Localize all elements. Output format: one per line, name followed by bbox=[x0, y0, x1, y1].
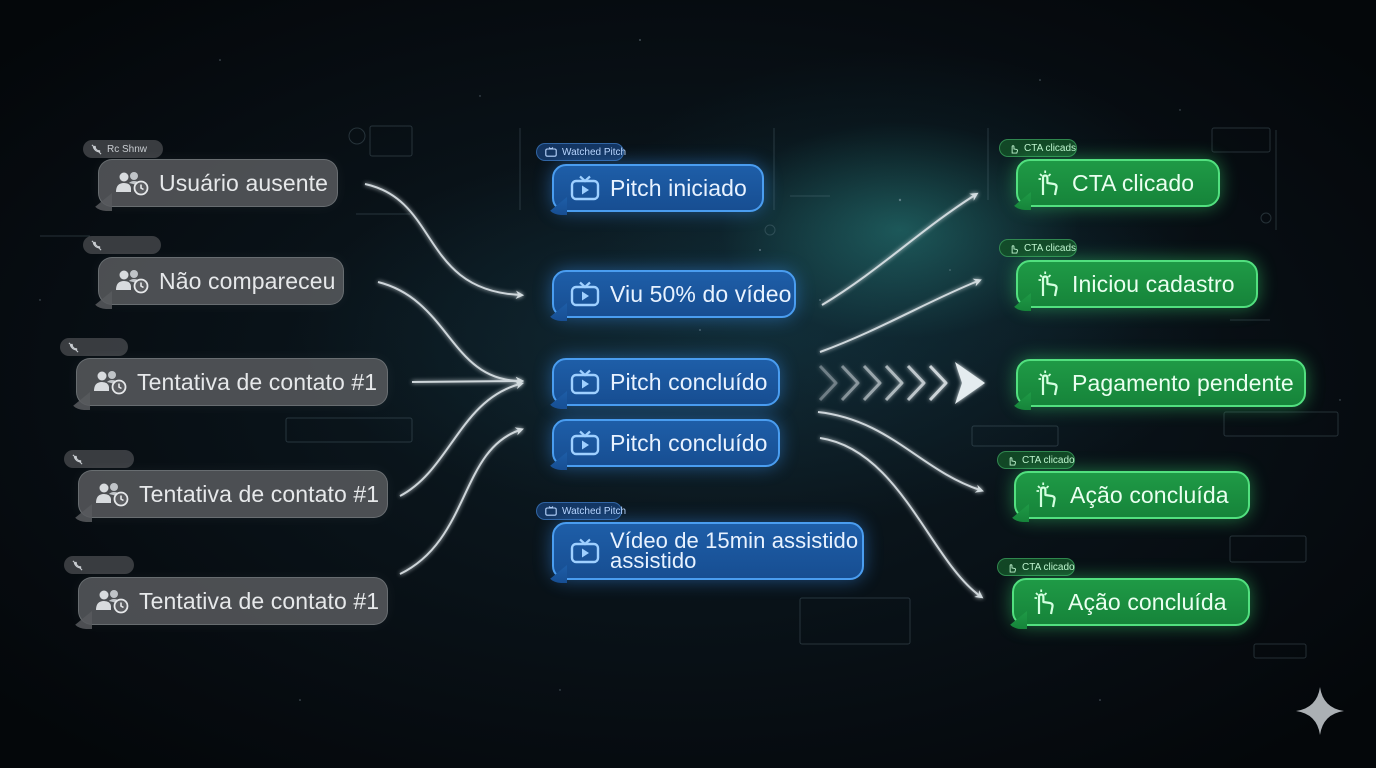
node-label: Usuário ausente bbox=[159, 170, 328, 197]
hand-click-icon bbox=[1032, 481, 1060, 509]
node-label: Não compareceu bbox=[159, 268, 336, 295]
phone-off-icon bbox=[72, 454, 83, 465]
node-tentativa-contato-3[interactable]: Tentativa de contato #1 bbox=[78, 577, 388, 625]
sparkle-icon bbox=[1295, 686, 1345, 741]
node-label: Tentativa de contato #1 bbox=[139, 481, 379, 508]
hand-click-icon bbox=[1034, 270, 1062, 298]
hand-click-icon bbox=[1008, 243, 1019, 254]
node-tentativa-contato-2[interactable]: Tentativa de contato #1 bbox=[78, 470, 388, 518]
node-label: Ação concluída bbox=[1068, 589, 1227, 616]
tv-icon bbox=[570, 538, 600, 564]
tag-watched-pitch: Watched Pitch bbox=[536, 143, 624, 161]
chevron-arrow-row bbox=[820, 362, 985, 404]
node-label: Pitch iniciado bbox=[610, 175, 747, 202]
tv-icon bbox=[545, 506, 557, 516]
node-pitch-iniciado[interactable]: Pitch iniciado bbox=[552, 164, 764, 212]
tag-label: CTA clicads bbox=[1024, 143, 1076, 154]
tag-cta-clicado: CTA clicado bbox=[997, 558, 1075, 576]
node-pitch-concluido-2[interactable]: Pitch concluído bbox=[552, 419, 780, 467]
tag-label: Watched Pitch bbox=[562, 506, 626, 517]
tag-empty bbox=[64, 450, 134, 468]
users-clock-icon bbox=[115, 170, 149, 196]
phone-off-icon bbox=[68, 342, 79, 353]
tag-label: Watched Pitch bbox=[562, 147, 626, 158]
tag-empty bbox=[64, 556, 134, 574]
tag-empty bbox=[60, 338, 128, 356]
node-label: Iniciou cadastro bbox=[1072, 271, 1235, 298]
hand-click-icon bbox=[1006, 455, 1017, 466]
tag-empty bbox=[83, 236, 161, 254]
node-label: Ação concluída bbox=[1070, 482, 1229, 509]
tag-cta-clicads: CTA clicads bbox=[999, 139, 1077, 157]
tag-cta-clicads: CTA clicads bbox=[999, 239, 1077, 257]
tag-cta-clicado: CTA clicado bbox=[997, 451, 1075, 469]
node-viu-50-video[interactable]: Viu 50% do vídeo bbox=[552, 270, 796, 318]
users-clock-icon bbox=[93, 369, 127, 395]
tag-watched-pitch: Watched Pitch bbox=[536, 502, 622, 520]
node-cta-clicado[interactable]: CTA clicado bbox=[1016, 159, 1220, 207]
users-clock-icon bbox=[115, 268, 149, 294]
node-label-line2: assistido bbox=[610, 551, 858, 571]
connectors-left bbox=[365, 184, 520, 574]
node-video-15min[interactable]: Vídeo de 15min assistido assistido bbox=[552, 522, 864, 580]
phone-off-icon bbox=[91, 240, 102, 251]
node-acao-concluida-1[interactable]: Ação concluída bbox=[1014, 471, 1250, 519]
node-label: Viu 50% do vídeo bbox=[610, 281, 791, 308]
node-label: Tentativa de contato #1 bbox=[137, 369, 377, 396]
node-label: Pitch concluído bbox=[610, 369, 767, 396]
tag-label: CTA clicads bbox=[1024, 243, 1076, 254]
node-label: Pagamento pendente bbox=[1072, 370, 1294, 397]
tv-icon bbox=[570, 281, 600, 307]
hand-click-icon bbox=[1006, 562, 1017, 573]
node-label: Pitch concluído bbox=[610, 430, 767, 457]
node-label-group: Vídeo de 15min assistido assistido bbox=[610, 531, 858, 571]
node-label: CTA clicado bbox=[1072, 170, 1194, 197]
tag-label: Rc Shnw bbox=[107, 144, 147, 155]
hand-click-icon bbox=[1008, 143, 1019, 154]
phone-off-icon bbox=[72, 560, 83, 571]
node-pitch-concluido-1[interactable]: Pitch concluído bbox=[552, 358, 780, 406]
tv-icon bbox=[545, 147, 557, 157]
node-nao-compareceu[interactable]: Não compareceu bbox=[98, 257, 344, 305]
node-acao-concluida-2[interactable]: Ação concluída bbox=[1012, 578, 1250, 626]
users-clock-icon bbox=[95, 588, 129, 614]
hand-click-icon bbox=[1034, 369, 1062, 397]
node-pagamento-pendente[interactable]: Pagamento pendente bbox=[1016, 359, 1306, 407]
users-clock-icon bbox=[95, 481, 129, 507]
node-usuario-ausente[interactable]: Usuário ausente bbox=[98, 159, 338, 207]
phone-off-icon bbox=[91, 144, 102, 155]
tv-icon bbox=[570, 175, 600, 201]
tv-icon bbox=[570, 430, 600, 456]
hand-click-icon bbox=[1034, 169, 1062, 197]
tag-label: CTA clicado bbox=[1022, 455, 1075, 466]
hand-click-icon bbox=[1030, 588, 1058, 616]
node-label: Tentativa de contato #1 bbox=[139, 588, 379, 615]
node-iniciou-cadastro[interactable]: Iniciou cadastro bbox=[1016, 260, 1258, 308]
tv-icon bbox=[570, 369, 600, 395]
tag-label: CTA clicado bbox=[1022, 562, 1075, 573]
node-tentativa-contato-1[interactable]: Tentativa de contato #1 bbox=[76, 358, 388, 406]
tag-no-show: Rc Shnw bbox=[83, 140, 163, 158]
